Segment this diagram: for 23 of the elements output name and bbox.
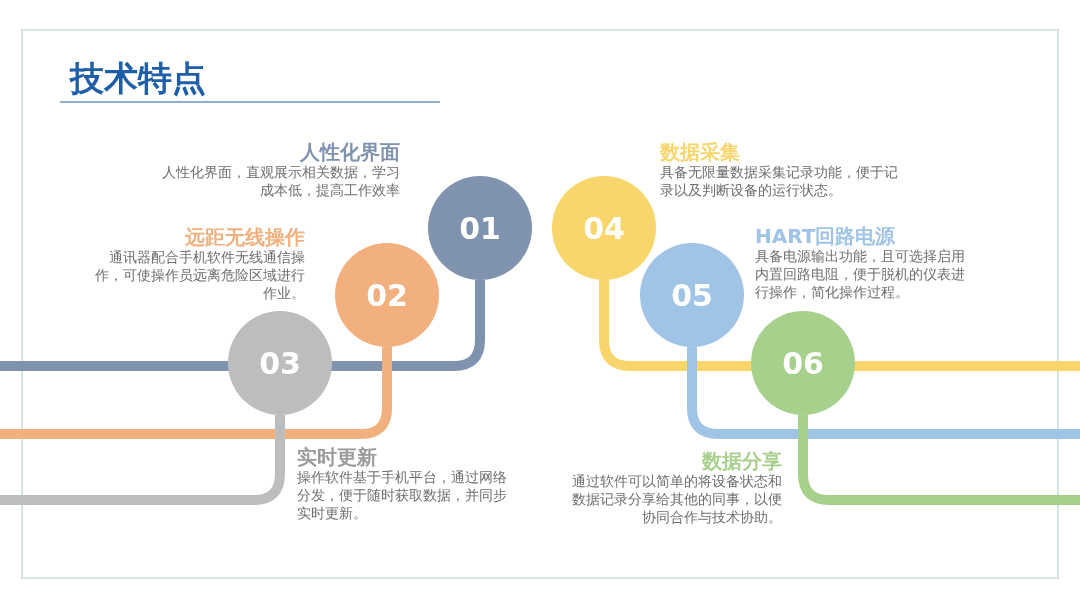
feature-description: 通过软件可以简单的将设备状态和数据记录分享给其他的同事，以便协同合作与技术协助。 — [571, 472, 782, 526]
feature-heading: 数据采集 — [660, 140, 741, 164]
feature-description: 具备无限量数据采集记录功能，便于记录以及判断设备的运行状态。 — [660, 163, 899, 199]
connector-line — [0, 415, 285, 505]
feature-heading: HART回路电源 — [755, 224, 897, 248]
connector-line — [798, 415, 1080, 505]
connector-line — [687, 347, 1080, 439]
number-circle: 06 — [751, 311, 855, 415]
feature-heading: 数据分享 — [701, 449, 782, 473]
feature-description: 通讯器配合手机软件无线通信操作，可使操作员远离危险区域进行作业。 — [94, 248, 305, 302]
number-circle: 01 — [428, 176, 532, 280]
feature-heading: 远距无线操作 — [184, 225, 305, 249]
connector-line — [0, 347, 392, 439]
number-circle: 05 — [640, 243, 744, 347]
number-circle: 02 — [335, 243, 439, 347]
number-circle: 03 — [228, 311, 332, 415]
number-circle: 04 — [552, 176, 656, 280]
feature-heading: 人性化界面 — [299, 140, 400, 164]
feature-description: 具备电源输出功能，且可选择启用内置回路电阻，便于脱机的仪表进行操作，简化操作过程。 — [755, 247, 966, 301]
title: 技术特点 — [70, 57, 206, 100]
feature-description: 操作软件基于手机平台，通过网络分发，便于随时获取数据，并同步实时更新。 — [297, 468, 508, 522]
feature-description: 人性化界面，直观展示相关数据，学习成本低，提高工作效率 — [161, 163, 400, 199]
feature-heading: 实时更新 — [297, 445, 378, 469]
